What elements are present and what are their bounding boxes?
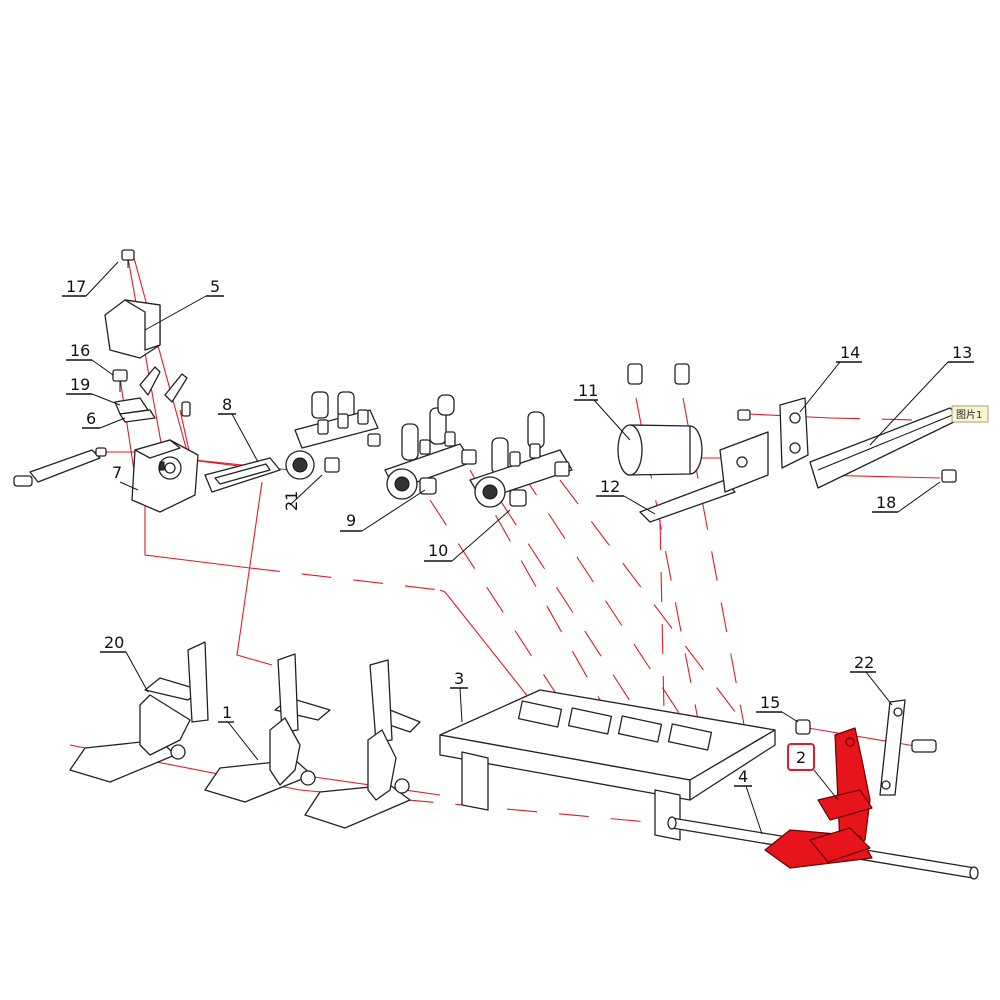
callout-8: 8 <box>218 395 259 463</box>
callout-18: 18 <box>872 481 941 513</box>
part-7-support-block <box>131 401 199 513</box>
part-1-pedal <box>204 653 331 803</box>
part-22-link-plate <box>879 699 937 796</box>
part-7-slide-rod <box>13 447 107 487</box>
part-11-motor <box>617 363 703 476</box>
callout-14: 14 <box>799 343 862 413</box>
callout-13-text: 13 <box>952 343 972 362</box>
callout-7-text: 7 <box>112 463 122 482</box>
callout-13: 13 <box>869 343 974 446</box>
callout-15-text: 15 <box>760 693 780 712</box>
callout-labels: 17 5 16 19 6 7 8 <box>62 261 974 835</box>
picture-tag-box <box>951 405 989 423</box>
callout-21: 21 <box>282 474 323 511</box>
callout-3: 3 <box>450 669 468 723</box>
callout-4-text: 4 <box>738 767 748 786</box>
part-13-link-bar <box>809 407 963 489</box>
part-20-pedal <box>69 641 209 783</box>
callout-1: 1 <box>218 703 259 761</box>
picture-tag: 图片1 <box>951 405 989 423</box>
part-19-6-spring <box>114 366 188 423</box>
part-14-arm-bracket <box>737 397 809 469</box>
callout-20-text: 20 <box>104 633 124 652</box>
part-pedal-third <box>304 659 421 829</box>
callout-17-text: 17 <box>66 277 86 296</box>
callout-9: 9 <box>340 489 426 532</box>
callout-16-text: 16 <box>70 341 90 360</box>
callout-11-text: 11 <box>578 381 598 400</box>
part-16-screw <box>112 369 128 392</box>
callout-9-text: 9 <box>346 511 356 530</box>
callout-10-text: 10 <box>428 541 448 560</box>
callout-2-highlighted: 2 <box>787 743 839 801</box>
callout-22: 22 <box>850 653 893 706</box>
part-2-pedal-highlighted <box>764 727 873 869</box>
callout-5-text: 5 <box>210 277 220 296</box>
part-3-base-frame <box>439 689 776 841</box>
callout-15: 15 <box>756 693 799 723</box>
callout-3-text: 3 <box>454 669 464 688</box>
callout-1-text: 1 <box>222 703 232 722</box>
callout-6-text: 6 <box>86 409 96 428</box>
callout-10: 10 <box>424 509 511 562</box>
callout-17: 17 <box>62 261 119 297</box>
callout-4: 4 <box>734 767 763 835</box>
callout-6: 6 <box>82 409 126 429</box>
callout-14-text: 14 <box>840 343 860 362</box>
part-21-valve-block <box>285 391 381 480</box>
callout-5: 5 <box>144 277 224 331</box>
part-10-valve-assembly <box>469 411 573 508</box>
callout-22-text: 22 <box>854 653 874 672</box>
callout-8-text: 8 <box>222 395 232 414</box>
picture-tag-text: 图片1 <box>956 408 982 421</box>
callout-21-text: 21 <box>282 491 301 511</box>
part-12-motor-bracket <box>639 431 769 523</box>
callout-2-text: 2 <box>796 748 806 767</box>
callout-19-text: 19 <box>70 375 90 394</box>
callout-18-text: 18 <box>876 493 896 512</box>
callout-2-highlight-box <box>787 743 815 771</box>
callout-19: 19 <box>66 375 121 406</box>
part-9-valve-assembly <box>384 394 477 500</box>
callout-7: 7 <box>112 463 139 491</box>
part-5-cover-bracket <box>104 299 161 359</box>
callout-12: 12 <box>596 477 656 515</box>
part-17-screw <box>121 249 135 268</box>
part-15-nut <box>795 719 811 735</box>
callout-11: 11 <box>574 381 631 441</box>
callout-16: 16 <box>66 341 114 376</box>
callout-12-text: 12 <box>600 477 620 496</box>
part-8-slotted-lever <box>204 457 281 493</box>
callout-20: 20 <box>100 633 149 693</box>
